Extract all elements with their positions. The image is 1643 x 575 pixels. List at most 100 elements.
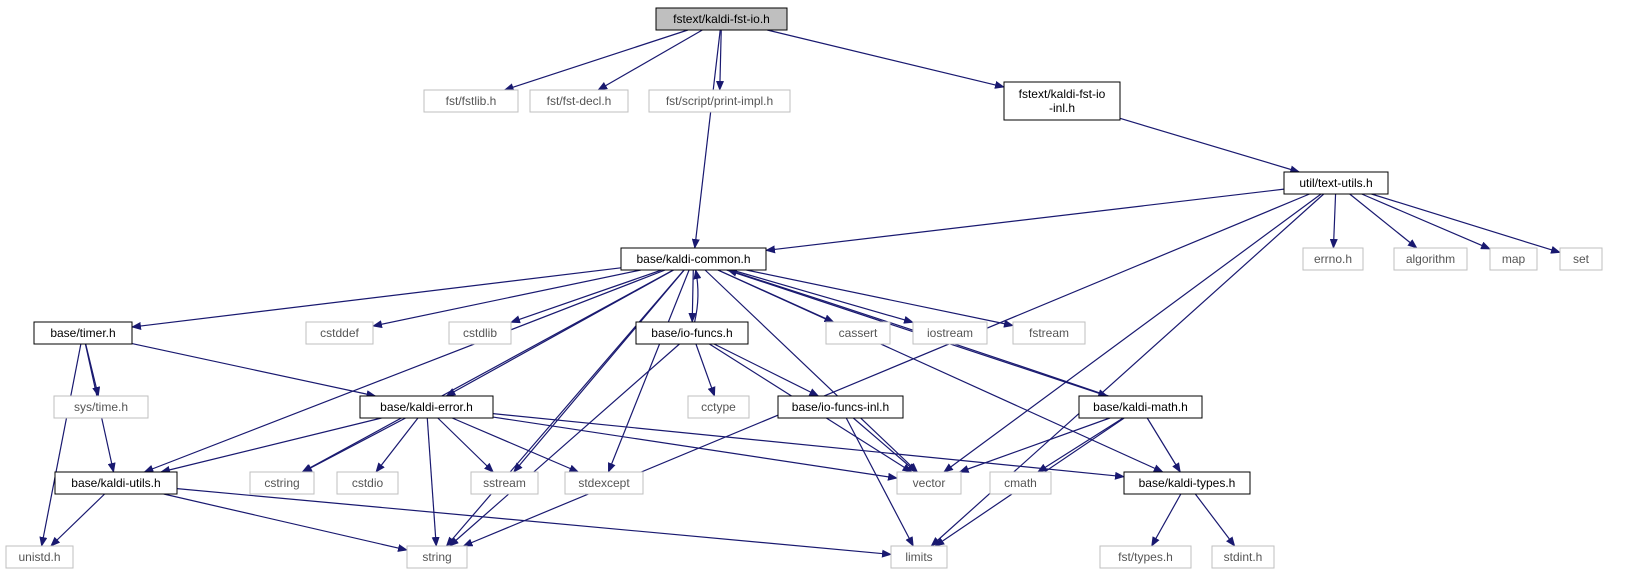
edge-textutils-to-map	[1361, 193, 1491, 250]
node-cstdlib: cstdlib	[448, 321, 512, 345]
node-textutils[interactable]: util/text-utils.h	[1283, 171, 1389, 195]
node-stdexcept: stdexcept	[564, 471, 644, 495]
node-box	[406, 545, 468, 569]
node-cctype: cctype	[687, 395, 750, 419]
node-errno: errno.h	[1302, 247, 1364, 271]
node-label: base/kaldi-common.h	[636, 252, 750, 266]
edge-iofuncs_inl-to-limits	[845, 417, 914, 547]
node-fstream: fstream	[1012, 321, 1086, 345]
edge-utils-to-unistd	[50, 493, 106, 547]
node-string: string	[406, 545, 468, 569]
node-label: iostream	[927, 326, 973, 340]
edge-textutils-to-vector	[943, 193, 1322, 473]
node-timer[interactable]: base/timer.h	[33, 321, 133, 345]
node-label: map	[1502, 252, 1526, 266]
node-fstdecl: fst/fst-decl.h	[529, 89, 629, 113]
node-label: util/text-utils.h	[1299, 176, 1372, 190]
node-iofuncs[interactable]: base/io-funcs.h	[635, 321, 749, 345]
node-label: limits	[905, 550, 932, 564]
node-math[interactable]: base/kaldi-math.h	[1078, 395, 1203, 419]
node-types[interactable]: base/kaldi-types.h	[1123, 471, 1251, 495]
node-cassert: cassert	[825, 321, 891, 345]
edge-math-to-types	[1146, 417, 1181, 473]
node-label: base/kaldi-math.h	[1093, 400, 1188, 414]
node-box	[896, 471, 962, 495]
node-box	[423, 89, 519, 113]
node-label: vector	[913, 476, 946, 490]
node-label: sstream	[483, 476, 526, 490]
edge-common-to-types	[717, 269, 1164, 473]
node-label: cstring	[264, 476, 299, 490]
node-fstio_inl[interactable]: fstext/kaldi-fst-io-inl.h	[1003, 81, 1121, 121]
edge-textutils-to-common	[765, 188, 1285, 254]
edge-common-to-iostream	[731, 269, 914, 324]
node-fsttypes: fst/types.h	[1099, 545, 1192, 569]
edge-math-to-vector	[958, 417, 1111, 473]
node-label: base/io-funcs.h	[651, 326, 732, 340]
edge-common-to-iofuncs	[688, 269, 697, 323]
node-label: base/kaldi-types.h	[1139, 476, 1236, 490]
edge-types-to-fsttypes	[1151, 493, 1182, 547]
node-label: fstream	[1029, 326, 1069, 340]
edge-error-to-utils	[159, 417, 382, 474]
node-box	[989, 471, 1052, 495]
node-systime: sys/time.h	[53, 395, 149, 419]
node-box	[912, 321, 988, 345]
edge-kaldi_fst_io-to-fstlib	[503, 29, 689, 92]
node-limits: limits	[890, 545, 948, 569]
node-map: map	[1489, 247, 1538, 271]
node-iofuncs_inl[interactable]: base/io-funcs-inl.h	[777, 395, 904, 419]
edge-iofuncs-to-cctype	[695, 343, 716, 397]
edge-kaldi_fst_io-to-printimpl	[715, 29, 724, 91]
node-sstream: sstream	[470, 471, 539, 495]
node-box	[1003, 81, 1121, 121]
node-label: algorithm	[1406, 252, 1455, 266]
edge-iofuncs-to-common	[693, 269, 702, 323]
node-kaldi_fst_io[interactable]: fstext/kaldi-fst-io.h	[655, 7, 788, 31]
node-box	[825, 321, 891, 345]
node-label: stdexcept	[578, 476, 630, 490]
edge-common-to-timer	[131, 267, 622, 330]
node-label: cassert	[839, 326, 878, 340]
node-algorithm: algorithm	[1393, 247, 1468, 271]
node-box	[448, 321, 512, 345]
node-box	[1559, 247, 1603, 271]
edge-error-to-types	[492, 413, 1125, 480]
node-utils[interactable]: base/kaldi-utils.h	[54, 471, 178, 495]
node-box	[635, 321, 749, 345]
node-box	[620, 247, 767, 271]
node-cstddef: cstddef	[305, 321, 374, 345]
node-box	[336, 471, 399, 495]
edge-error-to-stdexcept	[451, 417, 580, 473]
edge-timer-to-unistd	[39, 343, 82, 547]
node-printimpl: fst/script/print-impl.h	[648, 89, 791, 113]
node-box	[470, 471, 539, 495]
node-error[interactable]: base/kaldi-error.h	[359, 395, 494, 419]
node-label: set	[1573, 252, 1590, 266]
edge-textutils-to-set	[1371, 193, 1561, 254]
node-label: base/kaldi-utils.h	[71, 476, 160, 490]
node-box	[648, 89, 791, 113]
node-label: unistd.h	[18, 550, 60, 564]
edge-common-to-cstdlib	[510, 269, 662, 324]
node-label: fstext/kaldi-fst-io.h	[673, 12, 770, 26]
node-cstdio: cstdio	[336, 471, 399, 495]
edge-textutils-to-algorithm	[1349, 193, 1418, 249]
node-unistd: unistd.h	[5, 545, 74, 569]
node-label: base/kaldi-error.h	[380, 400, 473, 414]
node-box	[53, 395, 149, 419]
node-common[interactable]: base/kaldi-common.h	[620, 247, 767, 271]
node-label: errno.h	[1314, 252, 1352, 266]
node-box	[1099, 545, 1192, 569]
node-box	[1123, 471, 1251, 495]
edge-common-to-cstddef	[372, 269, 642, 329]
node-cstring: cstring	[249, 471, 315, 495]
edge-kaldi_fst_io-to-fstdecl	[597, 29, 703, 91]
node-label: base/timer.h	[50, 326, 115, 340]
node-label: -inl.h	[1049, 101, 1075, 115]
node-label: sys/time.h	[74, 400, 128, 414]
node-box	[687, 395, 750, 419]
edge-common-to-vector	[704, 269, 919, 473]
